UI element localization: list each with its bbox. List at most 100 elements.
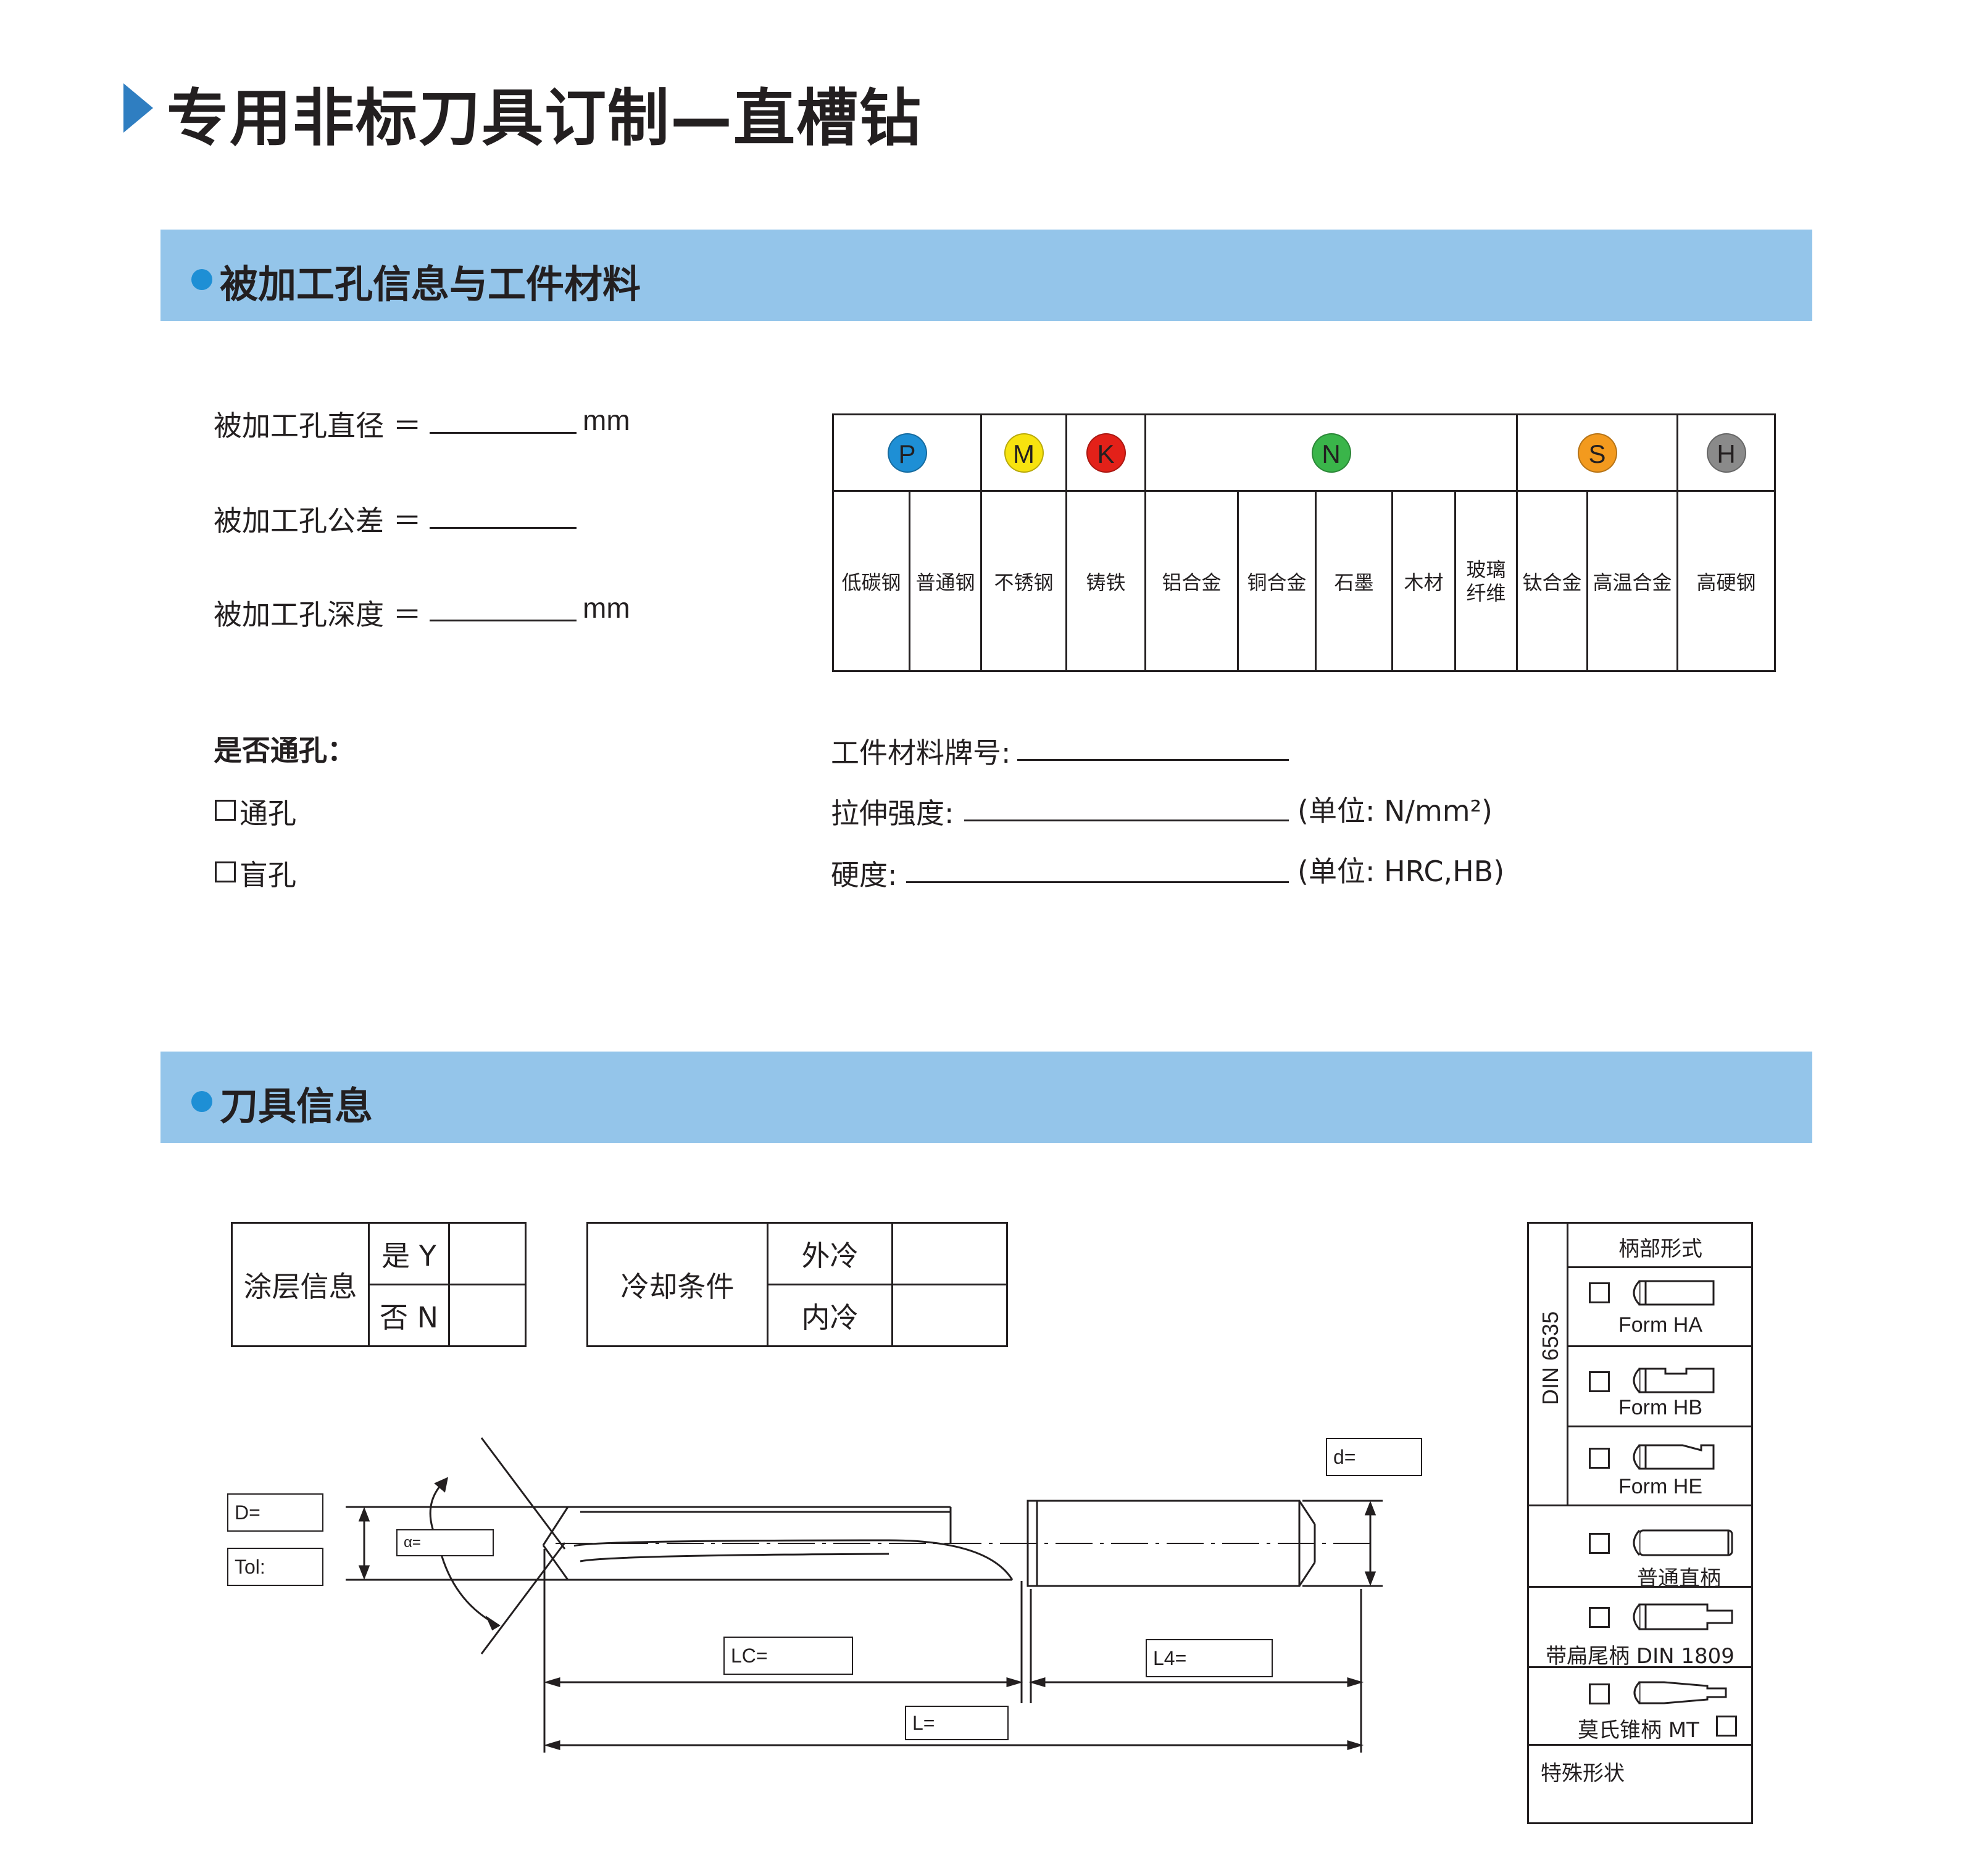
material-graphite[interactable]: 石墨 [1315,490,1393,672]
material-group-h-icon: H [1706,433,1746,473]
hole-depth-unit: mm [583,592,630,624]
hardness-label: 硬度: [831,858,897,892]
hole-depth-field[interactable] [430,620,577,621]
angle-arrow-icon [485,1615,501,1631]
shank-length-L4-input[interactable]: L4= [1146,1639,1273,1677]
coating-table: 涂层信息 是 Y 否 N [231,1222,527,1347]
form-hb-label: Form HB [1618,1396,1702,1419]
material-group-p-icon: P [887,433,927,473]
hardness-field[interactable] [906,881,1289,883]
coating-yes-cell[interactable] [448,1222,527,1285]
straight-shank-checkbox[interactable] [1589,1533,1610,1554]
material-group-s-icon: S [1577,433,1617,473]
diameter-D-input[interactable]: D= [227,1493,323,1532]
divider [1527,1505,1753,1506]
group-cell-s: S [1516,413,1679,492]
dim-arrow-icon [1028,1677,1046,1688]
shank-diameter-d-input[interactable]: d= [1326,1438,1422,1476]
dim-arrow-icon [543,1677,560,1688]
coating-no-cell[interactable] [448,1284,527,1347]
cooling-internal-cell[interactable] [891,1284,1008,1347]
cooling-external-label: 外冷 [767,1222,893,1285]
flat-tang-shank-icon [1633,1603,1733,1630]
shank-form-panel [1527,1222,1753,1824]
section-title-hole-info: 被加工孔信息与工件材料 [220,262,641,307]
straight-shank-label: 普通直柄 [1637,1566,1721,1591]
through-hole-question: 是否通孔： [214,734,356,767]
divider [1567,1426,1753,1427]
material-low-carbon-steel[interactable]: 低碳钢 [832,490,910,672]
section-header-hole-info [160,230,1812,321]
material-aluminum-alloy[interactable]: 铝合金 [1144,490,1239,672]
morse-taper-mt-checkbox[interactable] [1716,1716,1737,1737]
hole-tolerance-label: 被加工孔公差 ＝ [214,504,422,537]
material-cast-iron[interactable]: 铸铁 [1065,490,1146,672]
group-cell-h: H [1676,413,1776,492]
tolerance-input[interactable]: Tol: [227,1548,323,1586]
cooling-table: 冷却条件 外冷 内冷 [586,1222,1008,1347]
material-table: P M K N S H 低碳钢 普通钢 不锈钢 铸铁 铝合金 铜合金 石墨 木材… [832,413,1776,672]
shank-form-header: 柄部形式 [1618,1237,1702,1261]
material-group-m-icon: M [1004,433,1044,473]
material-grade-label: 工件材料牌号: [831,736,1011,770]
form-hb-checkbox[interactable] [1589,1371,1610,1392]
material-stainless-steel[interactable]: 不锈钢 [980,490,1067,672]
section-title-tool-info: 刀具信息 [220,1084,373,1129]
hole-diameter-unit: mm [583,404,630,436]
material-copper-alloy[interactable]: 铜合金 [1237,490,1317,672]
angle-alpha-input[interactable]: α= [396,1529,494,1556]
group-cell-k: K [1065,413,1146,492]
divider [1527,1666,1753,1668]
section-header-tool-info [160,1052,1812,1143]
material-group-k-icon: K [1086,433,1126,473]
material-glass-fiber[interactable]: 玻璃 纤维 [1454,490,1518,672]
dim-arrow-icon [1347,1740,1364,1751]
page-title: 专用非标刀具订制—直槽钻 [167,82,922,154]
cooling-internal-label: 内冷 [767,1284,893,1347]
coating-label: 涂层信息 [231,1222,370,1347]
through-hole-label: 通孔 [239,797,296,830]
through-hole-checkbox[interactable] [215,800,236,821]
morse-taper-checkbox[interactable] [1589,1683,1610,1704]
material-hardened-steel[interactable]: 高硬钢 [1676,490,1776,672]
hole-depth-label: 被加工孔深度 ＝ [214,598,422,631]
flat-tang-checkbox[interactable] [1589,1607,1610,1628]
form-he-checkbox[interactable] [1589,1448,1610,1469]
material-wood[interactable]: 木材 [1391,490,1456,672]
form-ha-label: Form HA [1618,1313,1702,1337]
straight-shank-icon [1633,1529,1733,1556]
tensile-strength-label: 拉伸强度: [831,797,954,830]
dim-arrow-icon [1364,1500,1376,1516]
din-divider [1567,1222,1568,1506]
form-hb-shank-icon [1633,1368,1715,1393]
material-superalloy[interactable]: 高温合金 [1586,490,1679,672]
blind-hole-checkbox[interactable] [215,861,236,882]
total-length-L-input[interactable]: L= [905,1706,1009,1740]
bullet-icon [191,269,212,290]
din-6535-label: DIN 6535 [1538,1311,1563,1405]
dim-arrow-icon [543,1740,560,1751]
coating-yes-label: 是 Y [368,1222,450,1285]
cooling-external-cell[interactable] [891,1222,1008,1285]
form-ha-checkbox[interactable] [1589,1282,1610,1303]
hardness-unit: (单位: HRC,HB) [1297,855,1505,888]
group-cell-m: M [980,413,1067,492]
material-group-n-icon: N [1311,433,1351,473]
tensile-strength-unit: (单位: N/mm²) [1297,794,1493,828]
dim-arrow-icon [1006,1677,1023,1688]
blind-hole-label: 盲孔 [239,858,296,892]
special-shape-label: 特殊形状 [1541,1761,1625,1786]
material-titanium-alloy[interactable]: 钛合金 [1516,490,1589,672]
hole-tolerance-field[interactable] [430,527,577,529]
material-common-steel[interactable]: 普通钢 [909,490,982,672]
form-ha-shank-icon [1633,1280,1715,1306]
material-grade-field[interactable] [1017,759,1289,761]
tensile-strength-field[interactable] [964,820,1289,821]
dim-arrow-icon [1347,1677,1364,1688]
group-cell-n: N [1144,413,1518,492]
flute-length-LC-input[interactable]: LC= [723,1637,853,1675]
dim-arrow-icon [358,1565,370,1580]
bullet-icon [191,1091,212,1112]
hole-diameter-field[interactable] [430,432,577,434]
group-cell-p: P [832,413,982,492]
